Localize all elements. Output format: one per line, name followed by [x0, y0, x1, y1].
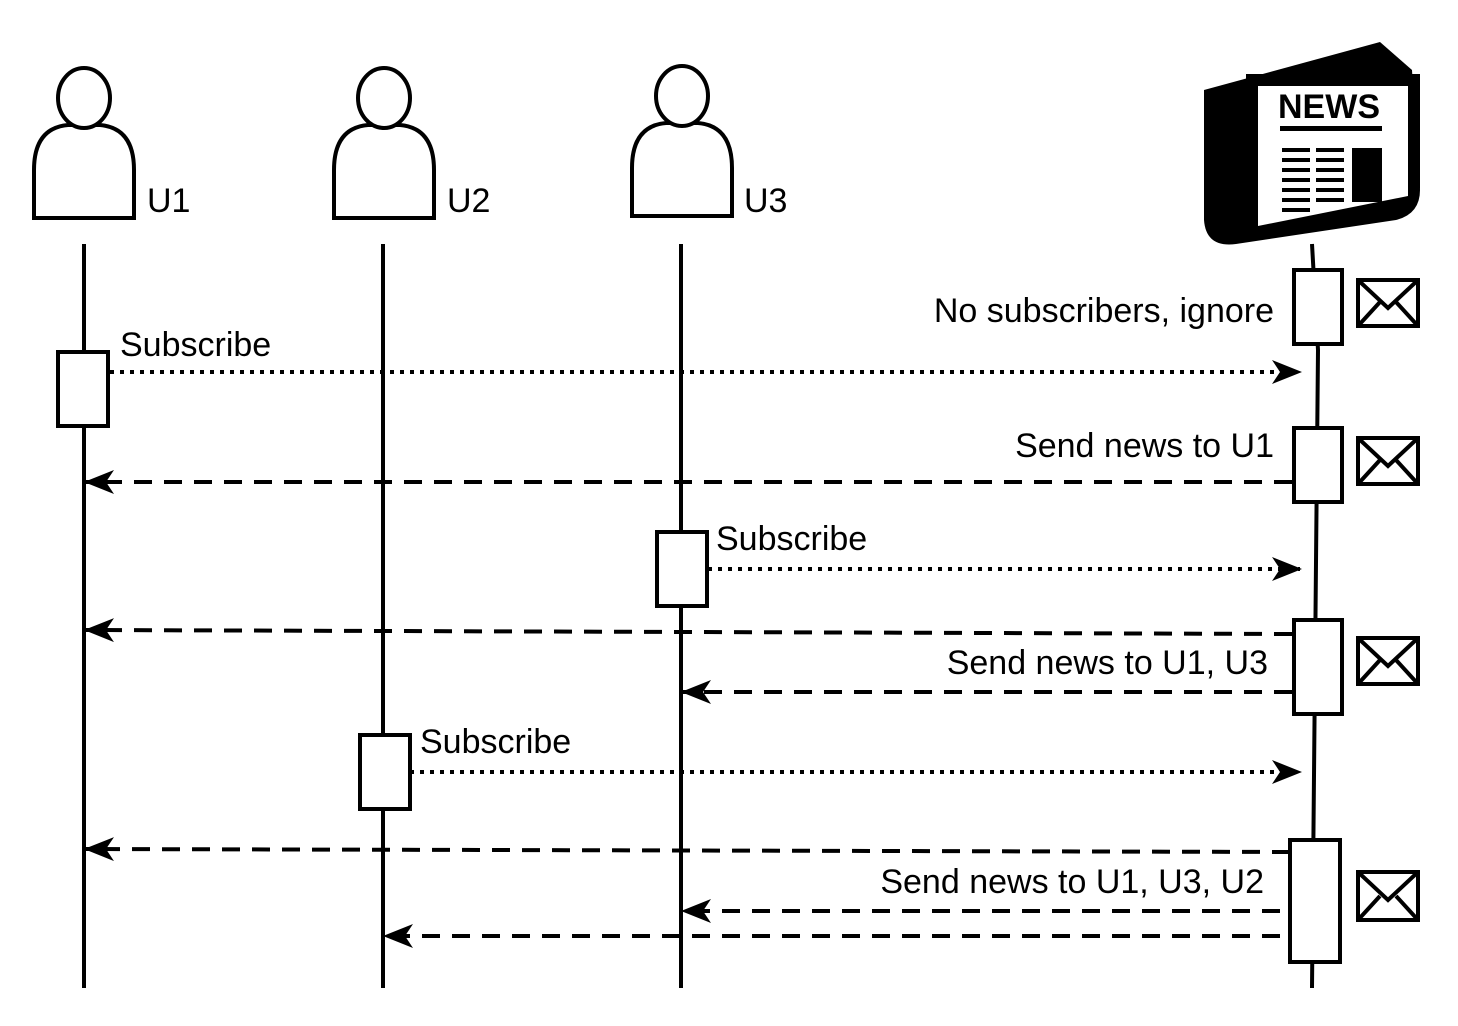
message-subscribe-u2: Subscribe	[358, 723, 1302, 811]
message-subscribe-u1: Subscribe	[56, 326, 1302, 428]
activation-box	[1292, 268, 1344, 346]
actor-u2: U2	[332, 66, 490, 220]
message-subscribe-u3: Subscribe	[655, 520, 1302, 608]
message-label: Send news to U1	[1015, 427, 1274, 465]
person-icon	[32, 66, 136, 220]
message-label: Subscribe	[120, 326, 271, 364]
actor-label: U1	[147, 182, 190, 220]
activation-box	[1292, 426, 1344, 504]
activation-box	[358, 733, 412, 811]
person-icon	[332, 66, 436, 220]
actor-u1: U1	[32, 66, 190, 220]
actor-label: U2	[447, 182, 490, 220]
message-no-subscribers: No subscribers, ignore	[934, 268, 1420, 346]
message-label: Send news to U1, U3, U2	[880, 863, 1264, 901]
envelope-icon	[1356, 278, 1420, 328]
person-icon	[630, 64, 734, 218]
message-label: Subscribe	[420, 723, 571, 761]
message-label: Send news to U1, U3	[947, 644, 1268, 682]
activation-box	[1288, 838, 1342, 964]
arrow-dashed-to-u1	[84, 618, 1293, 643]
envelope-icon	[1356, 636, 1420, 686]
activation-box	[655, 530, 709, 608]
envelope-icon	[1356, 436, 1420, 486]
message-send-news-u1: Send news to U1	[84, 426, 1420, 504]
envelope-icon	[1356, 870, 1420, 922]
message-send-news-u1-u3-u2: Send news to U1, U3, U2	[84, 837, 1420, 964]
news-masthead: NEWS	[1278, 88, 1380, 126]
arrow-dashed-to-u1	[84, 837, 1291, 862]
message-label: Subscribe	[716, 520, 867, 558]
message-send-news-u1-u3: Send news to U1, U3	[84, 618, 1420, 716]
actor-label: U3	[744, 182, 787, 220]
actor-u3: U3	[630, 64, 787, 220]
message-label: No subscribers, ignore	[934, 292, 1274, 330]
activation-box	[1292, 618, 1344, 716]
activation-box	[56, 350, 110, 428]
newspaper-icon: NEWS	[1204, 42, 1420, 245]
